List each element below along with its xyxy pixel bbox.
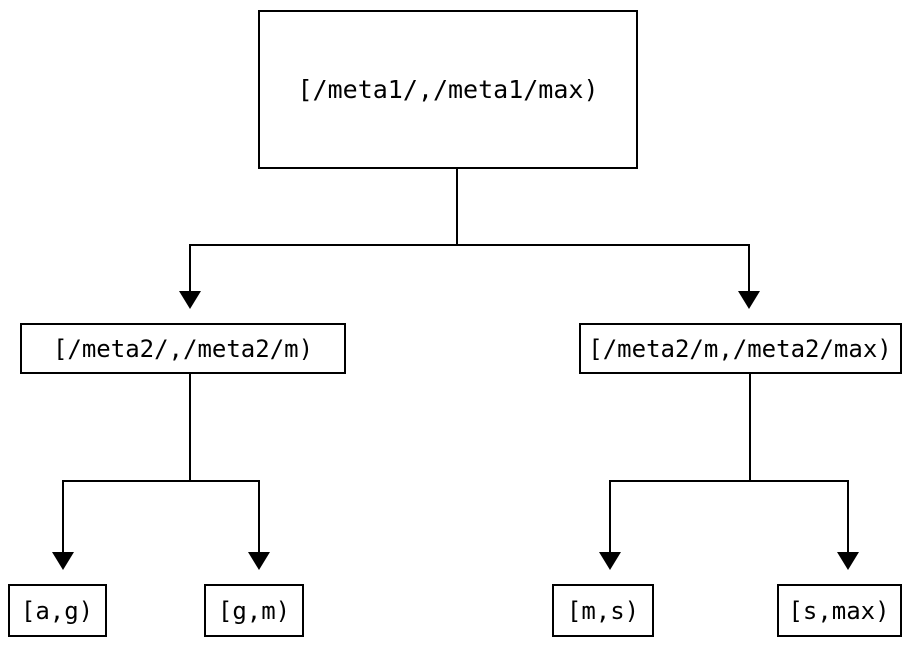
level1-bus-left-line (188, 243, 457, 291)
edge-root-to-mid-left (179, 168, 459, 309)
arrowhead-to-leaf-smax-icon (837, 552, 859, 570)
node-leaf-gm-box (203, 583, 305, 638)
node-mid-left-label: [/meta2/,/meta2/m) (53, 335, 313, 363)
edge-mid-right-to-leaf-ms (599, 373, 752, 570)
edge-mid-right-to-leaf-smax (750, 479, 859, 570)
edge-mid-left-to-leaf-ag (52, 373, 192, 570)
node-mid-right-box (578, 322, 903, 375)
node-leaf-smax[interactable]: [s,max) (776, 583, 903, 638)
node-leaf-ag-label: [a,g) (21, 597, 93, 625)
node-leaf-ms-label: [m,s) (567, 597, 639, 625)
node-leaf-smax-box (776, 583, 903, 638)
left-bus-to-ag-line (61, 479, 190, 552)
right-bus-to-smax-line (750, 479, 850, 552)
node-mid-right-label: [/meta2/m,/meta2/max) (588, 335, 891, 363)
node-leaf-ms-box (551, 583, 655, 638)
node-mid-left-box (19, 322, 347, 375)
node-root-label: [/meta1/,/meta1/max) (297, 75, 598, 104)
node-leaf-smax-label: [s,max) (788, 597, 889, 625)
node-root[interactable]: [/meta1/,/meta1/max) (257, 9, 639, 170)
node-leaf-ag-box (7, 583, 108, 638)
level1-bus-right-line (457, 243, 751, 291)
left-bus-to-gm-line (190, 479, 261, 552)
node-leaf-gm[interactable]: [g,m) (203, 583, 305, 638)
edge-mid-left-to-leaf-gm (190, 479, 270, 570)
node-mid-left[interactable]: [/meta2/,/meta2/m) (19, 322, 347, 375)
node-mid-right[interactable]: [/meta2/m,/meta2/max) (578, 322, 903, 375)
arrowhead-to-mid-right-icon (738, 291, 760, 309)
arrowhead-to-mid-left-icon (179, 291, 201, 309)
arrowhead-to-leaf-ms-icon (599, 552, 621, 570)
edge-root-to-mid-right (457, 243, 760, 309)
right-bus-to-ms-line (608, 479, 750, 552)
node-leaf-ms[interactable]: [m,s) (551, 583, 655, 638)
arrowhead-to-leaf-ag-icon (52, 552, 74, 570)
node-leaf-gm-label: [g,m) (218, 597, 290, 625)
node-root-box (257, 9, 639, 170)
node-leaf-ag[interactable]: [a,g) (7, 583, 108, 638)
arrowhead-to-leaf-gm-icon (248, 552, 270, 570)
